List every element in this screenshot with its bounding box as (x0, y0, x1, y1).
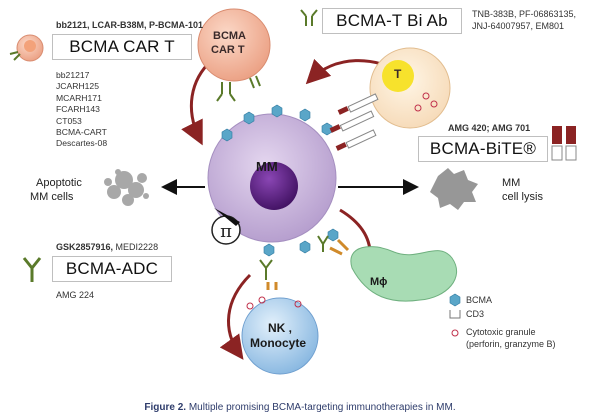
car-t-agent: CT053 (56, 115, 82, 126)
car-t-label-line1: BCMA (213, 30, 246, 42)
macrophage-label: Mϕ (370, 276, 388, 288)
cell-lysis-icon (430, 168, 478, 210)
legend-bcma-label: BCMA (466, 295, 493, 305)
car-t-agent: FCARH143 (56, 104, 100, 115)
bite-agents: AMG 420; AMG 701 (448, 123, 531, 133)
nk-label-line2: Monocyte (250, 336, 307, 350)
car-t-agent: Descartes-08 (56, 138, 108, 149)
t-bi-ab-title: BCMA-T Bi Ab (336, 11, 448, 30)
mm-cell (207, 113, 337, 243)
caption-text: Multiple promising BCMA-targeting immuno… (188, 402, 456, 413)
car-t-title: BCMA CAR T (69, 37, 175, 56)
t-bi-ab-title-box: BCMA-T Bi Ab (322, 8, 462, 34)
adc-icon (22, 257, 42, 282)
macrophage-cell (317, 235, 458, 302)
car-t-agents-header: bb2121, LCAR-B38M, P-BCMA-101 (56, 20, 204, 30)
lysis-label-line1: MM (502, 177, 521, 189)
adc-agents-regular: MEDI2228 (113, 242, 159, 252)
bite-title: BCMA-BiTE® (429, 139, 537, 158)
pi-drug-icon: π (211, 208, 241, 245)
apoptotic-cells-icon (104, 169, 149, 206)
adc-antibody (259, 259, 273, 280)
bite-icon (551, 126, 577, 161)
car-t-small-icon (9, 34, 44, 62)
adc-agents-below: AMG 224 (56, 290, 95, 300)
adc-title-box: BCMA-ADC (52, 256, 172, 282)
car-t-agent: bb21217 (56, 70, 90, 80)
apoptotic-label-line1: Apoptotic (36, 177, 82, 189)
t-bi-ab-agents-line2: JNJ-64007957, EM801 (472, 21, 565, 31)
bispecific-antibody-icon (300, 9, 318, 26)
lysis-label-line2: cell lysis (502, 191, 543, 203)
car-t-agent: JCARH125 (56, 81, 99, 92)
bcma-receptors (221, 104, 339, 257)
legend-symbols (449, 293, 461, 337)
car-t-agent: BCMA-CART (56, 127, 107, 138)
car-t-title-box: BCMA CAR T (52, 34, 192, 60)
adc-agents-bold: GSK2857916, (56, 242, 114, 252)
arrow-adc-to-mm (219, 273, 252, 360)
adc-title: BCMA-ADC (65, 259, 159, 278)
car-t-label-line2: CAR T (211, 44, 245, 56)
apoptotic-label-line2: MM cells (30, 191, 74, 203)
car-t-cell (197, 8, 271, 102)
car-t-agent-list: bb21217 JCARH125 MCARH171 FCARH143 CT053… (56, 70, 107, 150)
t-cell (329, 47, 451, 151)
legend-bcma-symbol (449, 293, 461, 307)
bite-title-box: BCMA-BiTE® (418, 136, 548, 162)
legend-granule-symbol (451, 329, 459, 337)
legend-granule-label: Cytotoxic granule (466, 327, 536, 337)
nk-monocyte-cell (241, 282, 319, 375)
legend-cd3-symbol (449, 310, 461, 319)
nk-label-line1: NK , (268, 321, 292, 335)
arrow-cart-to-mm (181, 58, 214, 146)
t-bi-ab-agents-line1: TNB-383B, PF-06863135, (472, 9, 577, 19)
legend-cd3-label: CD3 (466, 309, 485, 319)
adc-agents: GSK2857916, MEDI2228 (56, 242, 158, 252)
mm-label: MM (256, 159, 278, 174)
figure-caption: Figure 2. Multiple promising BCMA-target… (0, 402, 600, 413)
t-cell-label: T (394, 67, 402, 81)
legend-granule-detail: (perforin, granzyme B) (466, 339, 556, 349)
car-t-agent: MCARH171 (56, 92, 102, 103)
svg-text:π: π (220, 221, 232, 242)
caption-prefix: Figure 2. (144, 402, 187, 413)
